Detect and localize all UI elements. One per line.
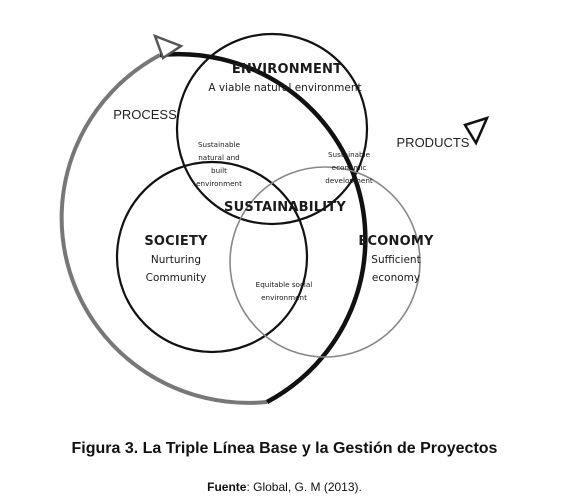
overlap-env-society-line-1: Sustainable xyxy=(198,140,241,149)
society-title: SOCIETY xyxy=(144,234,208,249)
overlap-env-economy-line-2: economic xyxy=(332,163,367,172)
process-arrow-icon xyxy=(152,33,184,60)
process-arc xyxy=(59,53,268,405)
environment-subtitle: A viable natural environment xyxy=(208,82,361,94)
products-arrow-icon xyxy=(463,115,490,146)
process-label: PROCESS xyxy=(113,107,177,122)
overlap-env-society-line-4: environment xyxy=(196,179,242,188)
overlap-society-economy-line-1: Equitable social xyxy=(256,280,313,289)
products-label: PRODUCTS xyxy=(397,135,470,150)
economy-line-1: Sufficient xyxy=(371,254,420,266)
products-arc xyxy=(159,51,368,404)
economy-circle xyxy=(229,166,421,358)
overlap-env-society-line-2: natural and xyxy=(198,153,240,162)
society-circle xyxy=(115,160,309,354)
overlap-society-economy-line-2: environment xyxy=(261,293,307,302)
economy-title: ECONOMY xyxy=(358,234,434,249)
sustainability-label: SUSTAINABILITY xyxy=(224,200,346,215)
source-text: : Global, G. M (2013). xyxy=(246,480,362,494)
society-line-2: Community xyxy=(146,272,207,284)
overlap-env-economy-line-1: Sustainable xyxy=(328,150,371,159)
economy-line-2: economy xyxy=(372,272,420,284)
source-label: Fuente xyxy=(207,480,247,494)
environment-circle xyxy=(175,32,369,226)
society-line-1: Nurturing xyxy=(151,254,201,266)
figure-source: Fuente: Global, G. M (2013). xyxy=(0,480,569,494)
figure-caption: Figura 3. La Triple Línea Base y la Gest… xyxy=(71,440,498,457)
environment-title: ENVIRONMENT xyxy=(232,62,342,77)
overlap-env-society-line-3: built xyxy=(211,166,227,175)
overlap-env-economy-line-3: development xyxy=(325,176,373,185)
triple-bottom-line-diagram: PROCESS PRODUCTS ENVIRONMENT A viable na… xyxy=(59,32,490,405)
